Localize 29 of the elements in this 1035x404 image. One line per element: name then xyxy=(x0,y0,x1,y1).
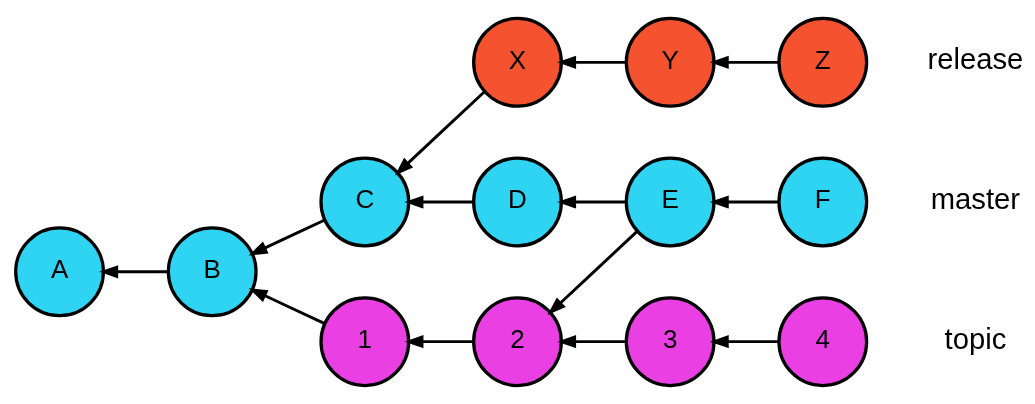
arrow xyxy=(404,335,474,349)
label: master xyxy=(930,183,1021,216)
arrow xyxy=(394,90,486,176)
node-circle: 1 xyxy=(319,296,411,388)
node-circle: 4 xyxy=(777,296,869,388)
arrow xyxy=(709,195,779,209)
node-circle: 2 xyxy=(472,296,563,388)
arrow xyxy=(709,55,779,69)
node-circle: 3 xyxy=(624,296,716,388)
node-circle: C xyxy=(319,156,411,248)
arrow xyxy=(557,335,627,349)
arrow xyxy=(547,230,638,316)
node-circle: Y xyxy=(624,16,716,108)
label: release xyxy=(927,43,1024,76)
node-circle: E xyxy=(624,156,716,248)
node-circle: A xyxy=(14,226,106,318)
node-circle: Z xyxy=(777,16,869,108)
arrow xyxy=(404,195,474,209)
node-circle: X xyxy=(472,16,563,108)
node-circle: D xyxy=(472,156,563,248)
node-circle: B xyxy=(166,226,258,318)
node-circle: F xyxy=(777,156,869,248)
arrow xyxy=(248,218,326,256)
arrow xyxy=(709,335,779,349)
arrow xyxy=(99,265,169,279)
arrow xyxy=(248,288,326,325)
arrow xyxy=(557,195,627,209)
label: topic xyxy=(944,322,1007,355)
arrow xyxy=(557,55,627,69)
